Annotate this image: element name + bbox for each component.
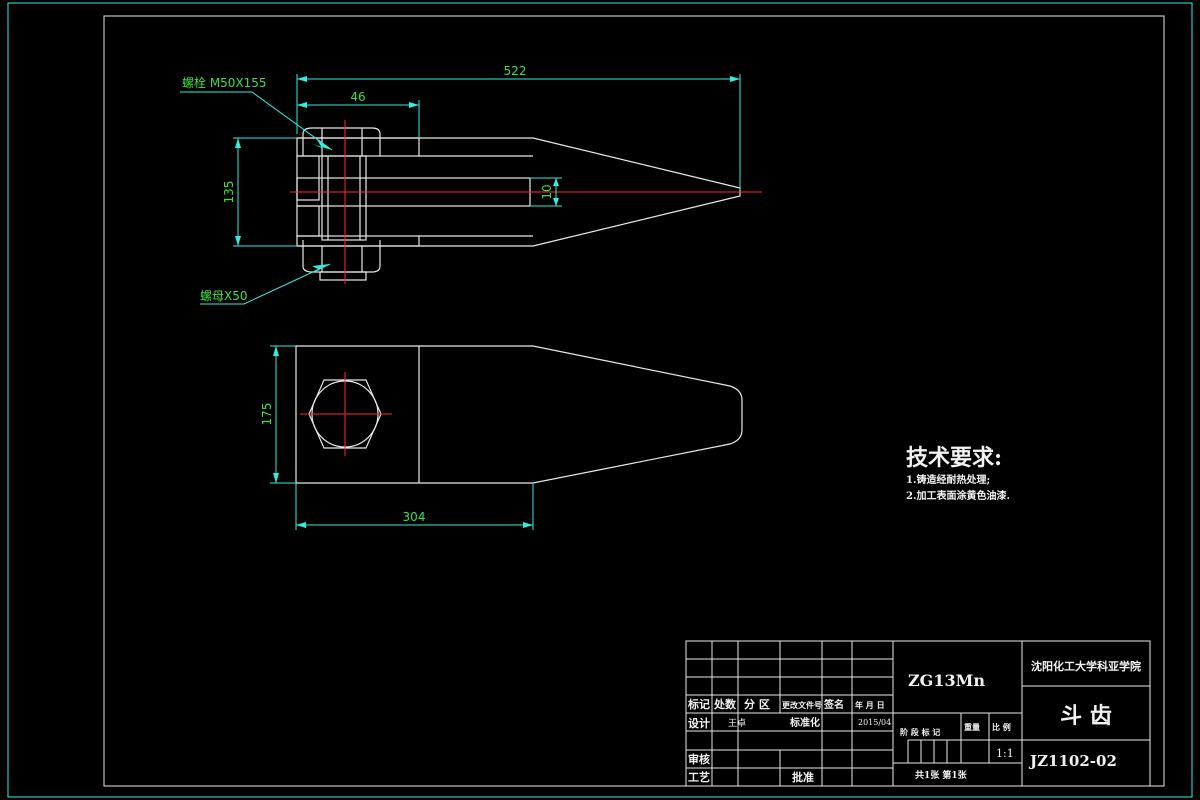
label-ratio: 比 例 — [992, 722, 1011, 732]
side-step — [296, 155, 320, 201]
arrow-icon — [297, 76, 307, 82]
label-process: 工艺 — [688, 770, 710, 784]
notes-title: 技术要求: — [906, 445, 1002, 471]
drawing-number: JZ1102-02 — [1028, 752, 1117, 770]
arrow-icon — [730, 76, 740, 82]
front-dimensions: 522 46 135 10 螺栓 M50X155 螺母X50 — [180, 64, 741, 305]
bolt-head — [302, 127, 381, 156]
arrow-icon — [297, 102, 307, 108]
header-mark: 标记 — [687, 697, 710, 711]
arrow-icon — [235, 236, 241, 246]
bolt-tail — [319, 271, 367, 281]
arrow-icon — [523, 522, 533, 528]
label-design: 设计 — [688, 716, 710, 730]
sheet-info: 共1张 第1张 — [915, 769, 968, 781]
bolt-callout: 螺栓 M50X155 — [182, 75, 267, 90]
arrow-icon — [312, 264, 330, 272]
arrow-icon — [409, 102, 419, 108]
label-stage-mark: 阶 段 标 记 — [900, 727, 940, 737]
designer-name: 王卓 — [728, 717, 746, 729]
part-name: 斗 齿 — [1060, 703, 1112, 729]
arrow-icon — [235, 138, 241, 148]
drawing-border — [103, 15, 1165, 787]
side-step — [296, 205, 320, 237]
arrow-icon — [296, 522, 306, 528]
dim-text-135: 135 — [222, 181, 236, 204]
front-view — [290, 120, 762, 284]
lower-lug — [296, 235, 420, 247]
arrow-icon — [273, 346, 279, 356]
arrow-icon — [273, 473, 279, 483]
header-date: 年 月 日 — [855, 700, 885, 710]
top-dimensions: 175 304 — [260, 345, 534, 530]
dim-text-522: 522 — [504, 64, 527, 78]
nut-leader-line — [200, 263, 331, 305]
header-zone: 分 区 — [744, 697, 770, 711]
arrow-icon — [312, 138, 332, 150]
label-weight: 重量 — [964, 722, 980, 732]
top-view — [295, 345, 743, 484]
note-item: 1.铸造经耐热处理; — [906, 473, 990, 486]
bolt-shank — [321, 155, 367, 241]
drawing-date: 2015/04 — [858, 718, 891, 727]
bolt-leader-line — [180, 91, 333, 151]
dim-text-304: 304 — [403, 510, 426, 524]
nut-callout: 螺母X50 — [200, 289, 248, 303]
label-standard: 标准化 — [789, 716, 820, 729]
arrow-icon — [553, 178, 559, 186]
arrow-icon — [553, 198, 559, 206]
dim-text-10: 10 — [540, 184, 554, 199]
technical-notes: 技术要求: 1.铸造经耐热处理; 2.加工表面涂黄色油漆. — [906, 445, 1010, 502]
dim-text-175: 175 — [260, 403, 274, 426]
top-view-outline — [295, 345, 743, 484]
scale-value: 1:1 — [996, 747, 1014, 760]
dim-text-46: 46 — [350, 90, 365, 104]
label-review: 审核 — [688, 752, 710, 766]
outer-frame — [7, 2, 1193, 798]
upper-lug — [296, 137, 420, 157]
note-item: 2.加工表面涂黄色油漆. — [906, 489, 1010, 502]
header-change-doc: 更改文件号 — [782, 700, 822, 710]
title-block: 标记 处数 分 区 更改文件号 签名 年 月 日 设计 王卓 标准化 2015/… — [685, 640, 1151, 787]
header-count: 处数 — [713, 697, 737, 711]
label-approve: 批准 — [792, 770, 814, 784]
material: ZG13Mn — [908, 671, 985, 690]
header-signature: 签名 — [823, 698, 844, 711]
school-name: 沈阳化工大学科亚学院 — [1031, 659, 1141, 673]
